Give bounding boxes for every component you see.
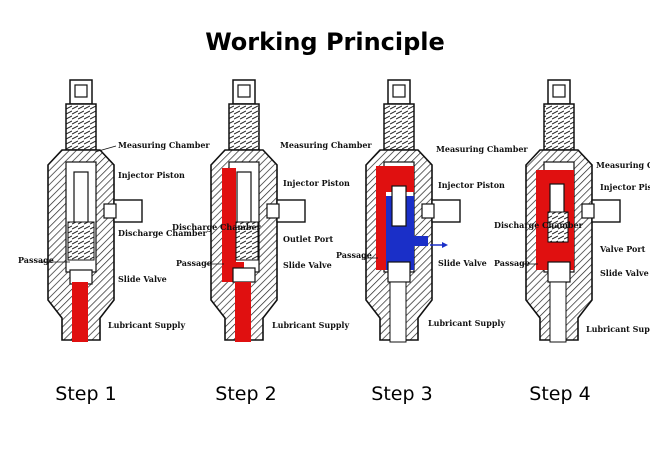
label-lubricant-supply: Lubricant Supply (272, 320, 349, 330)
step-4-caption: Step 4 (529, 383, 591, 405)
slide-valve (387, 261, 411, 283)
label-valve-port: Valve Port (599, 244, 646, 254)
label-injector-piston: Injector Piston (118, 170, 185, 180)
lubricant-passage (389, 281, 407, 343)
injector-step-3: Measuring Chamber Injector Piston Passag… (336, 79, 528, 343)
injector-piston (391, 185, 407, 227)
label-passage: Passage (336, 250, 372, 260)
spring-coils (547, 211, 569, 243)
injector-step-1: Measuring Chamber Injector Piston Discha… (18, 79, 210, 342)
slide-valve (69, 269, 93, 285)
lubricant-passage (235, 282, 251, 342)
stem-threads (383, 103, 415, 151)
label-measuring-chamber: Measuring Chamber (118, 140, 210, 150)
step-3-caption: Step 3 (371, 383, 433, 405)
outlet-fitting (431, 199, 461, 223)
injector-step-2: Measuring Chamber Injector Piston Discha… (172, 79, 372, 342)
injector-step-4: Measuring Chamber Injector Piston Discha… (494, 79, 650, 343)
label-lubricant-supply: Lubricant Supply (108, 320, 185, 330)
label-slide-valve: Slide Valve (283, 260, 332, 270)
label-lubricant-supply: Lubricant Supply (586, 324, 650, 334)
label-slide-valve: Slide Valve (600, 268, 649, 278)
slide-valve (232, 267, 256, 283)
outlet-fitting (591, 199, 621, 223)
label-passage: Passage (18, 255, 54, 265)
slide-valve (547, 261, 571, 283)
page-title: Working Principle (205, 28, 445, 56)
label-injector-piston: Injector Piston (283, 178, 350, 188)
label-passage: Passage (176, 258, 212, 268)
spring-coils (67, 221, 95, 261)
label-measuring-chamber: Measuring Chamber (436, 144, 528, 154)
spring-coils (235, 221, 259, 261)
stem-threads (65, 103, 97, 151)
outlet-fitting (113, 199, 143, 223)
outlet-fitting (276, 199, 306, 223)
step-1-caption: Step 1 (55, 383, 117, 405)
label-measuring-chamber: Measuring Chamber (596, 160, 650, 170)
stem-threads (228, 103, 260, 151)
label-discharge-chamber: Discharge Chamber (494, 220, 584, 230)
label-passage: Passage (494, 258, 530, 268)
label-lubricant-supply: Lubricant Supply (428, 318, 505, 328)
step-2-caption: Step 2 (215, 383, 277, 405)
label-injector-piston: Injector Piston (600, 182, 650, 192)
label-discharge-chamber: Discharge Chamber (118, 228, 208, 238)
label-injector-piston: Injector Piston (438, 180, 505, 190)
lubricant-passage (72, 282, 88, 342)
label-measuring-chamber: Measuring Chamber (280, 140, 372, 150)
label-slide-valve: Slide Valve (438, 258, 487, 268)
lubricant-passage (549, 281, 567, 343)
label-discharge-chamber: Discharge Chamber (172, 222, 262, 232)
label-slide-valve: Slide Valve (118, 274, 167, 284)
label-outlet-port: Outlet Port (283, 234, 333, 244)
stem-threads (543, 103, 575, 151)
